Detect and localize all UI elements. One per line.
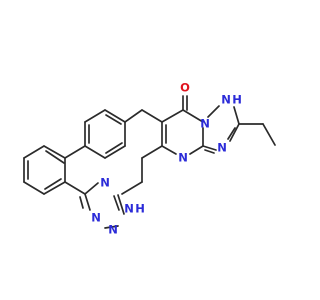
bond [117, 194, 125, 215]
bond [104, 109, 126, 123]
atom-label: N [91, 211, 101, 225]
bond [141, 109, 163, 123]
tetrazole-nitrogen-atom: N [91, 211, 101, 225]
atom-label: N [221, 93, 231, 107]
atom-layer: O N N H N N N N N N H [91, 81, 242, 237]
bond [64, 181, 86, 195]
molecule-structure: O N N H N N N N N N H [23, 81, 276, 237]
bond [43, 145, 66, 159]
bond [124, 109, 143, 123]
bond [262, 123, 276, 146]
bond [233, 106, 240, 125]
atom-label: N [124, 202, 134, 216]
bond [105, 114, 122, 125]
bond [23, 145, 45, 159]
bond [161, 109, 184, 123]
atom-label: N [178, 151, 188, 165]
bond [84, 193, 91, 211]
nitrogen-atom-nh: N H [221, 93, 242, 107]
bond [43, 181, 66, 195]
atom-hydrogen: H [232, 93, 242, 107]
atom-label: N [200, 117, 210, 131]
bond [141, 145, 163, 159]
bond [84, 145, 106, 159]
oxygen-atom: O [180, 81, 190, 95]
bond [229, 123, 240, 142]
tetrazole-nitrogen-atom-nh: N H [124, 202, 145, 216]
atom-label: N [108, 223, 118, 237]
bond [84, 109, 106, 123]
tetrazole-nitrogen-atom: N [100, 176, 110, 190]
bond [105, 142, 123, 154]
bond [121, 181, 143, 195]
bond [44, 178, 62, 190]
nitrogen-atom: N [217, 141, 227, 155]
atom-label: N [217, 141, 227, 155]
molecule-canvas: O N N H N N N N N N H [23, 80, 276, 237]
bond [202, 145, 217, 151]
bond [161, 145, 177, 155]
bond [79, 196, 84, 209]
nitrogen-atom: N [178, 151, 188, 165]
bond [84, 182, 99, 195]
bond [227, 127, 236, 140]
bond [207, 105, 220, 118]
bond [64, 145, 86, 159]
bond [45, 150, 65, 164]
tetrazole-nitrogen-atom: N [108, 223, 118, 237]
atom-hydrogen: H [135, 202, 145, 216]
bond [189, 145, 204, 155]
atom-label: O [180, 81, 190, 95]
bond [23, 181, 45, 195]
bond [104, 225, 119, 229]
bond [104, 145, 126, 159]
bond-layer [23, 95, 276, 229]
nitrogen-atom: N [200, 117, 210, 131]
atom-label: N [100, 176, 110, 190]
bond [182, 109, 204, 123]
bond [113, 195, 120, 211]
bond [204, 149, 215, 154]
